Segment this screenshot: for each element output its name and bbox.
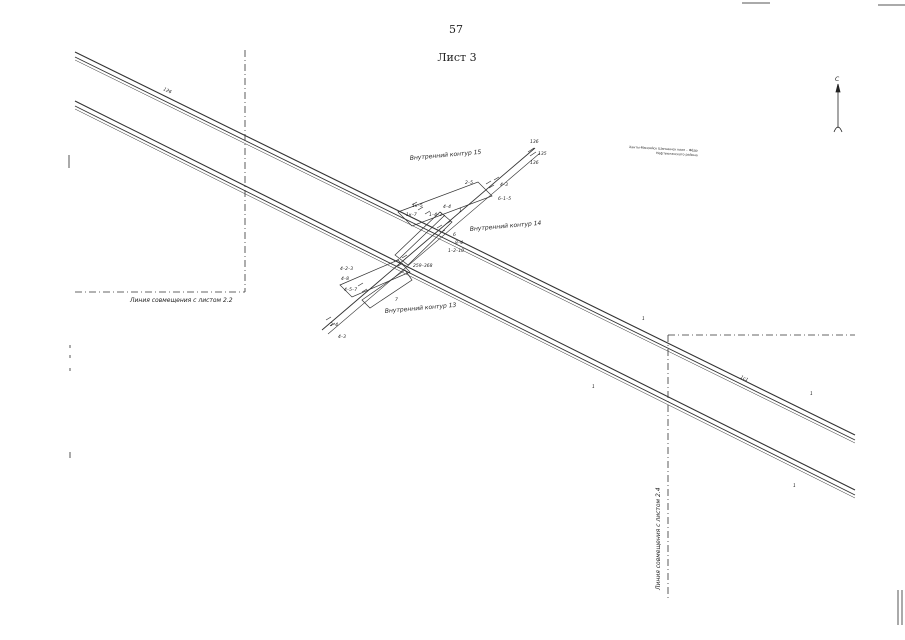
road-note-line1: Ханты-Мансийск Шапшинск кооп – Фёдо	[629, 145, 698, 153]
mark-4-4: 4–4	[443, 204, 451, 210]
mark-1-1: 1с1	[739, 374, 749, 383]
mark-2-4: 2–4	[330, 322, 338, 328]
match-line-sheet-22	[75, 50, 246, 293]
match-line-sheet-22-label: Линия совмещения с листом 2.2	[129, 297, 233, 304]
inner-contour-15-label: Внутренний контур 15	[410, 149, 482, 162]
mark-1-d: 1	[793, 483, 796, 489]
mark-4-5-7: 4–5–7	[344, 287, 357, 293]
mark-4-8: 4–8	[341, 276, 349, 282]
mark-1k-7: 1к–7	[406, 212, 417, 218]
page-number: 57	[449, 23, 463, 36]
mark-7: 7	[395, 297, 398, 303]
inner-contour-13-label: Внутренний контур 13	[385, 302, 457, 315]
mark-259-368: 259–368	[413, 263, 433, 269]
inner-contour-15-shape	[397, 181, 493, 227]
mark-135: 135	[538, 151, 547, 157]
mark-1-2-10: 1–2–10	[448, 248, 464, 254]
road-lower	[74, 100, 856, 499]
mark-1-e: 1	[459, 208, 462, 214]
mark-1k-5: 1к–5	[412, 203, 423, 209]
road-upper	[74, 51, 856, 444]
inner-contour-14-shape	[394, 211, 453, 266]
survey-ticks	[325, 147, 537, 327]
crossing-line	[321, 147, 541, 335]
mark-136: 136	[530, 139, 539, 145]
mark-136-b: 136	[530, 160, 539, 166]
mark-4-3: 4–3	[500, 182, 508, 188]
mark-1-a: 1	[642, 316, 645, 322]
scan-artifacts	[68, 2, 905, 625]
mark-4-3-b: 4–3	[338, 334, 346, 340]
mark-6: 6	[453, 232, 456, 238]
north-arrow-label: С	[835, 76, 840, 83]
match-line-sheet-24-label: Линия совмещения с листом 2.4	[655, 487, 662, 591]
mark-8-4: 8–4	[455, 240, 463, 246]
mark-2-5: 2–5	[465, 180, 473, 186]
mark-1-b: 1	[592, 384, 595, 390]
match-line-sheet-24	[667, 334, 855, 600]
inner-contour-13-shape	[339, 259, 413, 309]
inner-contour-14-label: Внутренний контур 14	[470, 220, 542, 233]
mark-4-2-3: 4–2–3	[340, 266, 353, 272]
mark-1-c: 1	[810, 391, 813, 397]
mark-6-1-5: 6–1–5	[498, 196, 511, 202]
sheet-title: Лист 3	[437, 51, 477, 64]
north-arrow-icon	[833, 83, 843, 133]
road-note-line2: Нефтеюганского района	[656, 151, 698, 157]
mark-126: 126	[162, 86, 172, 95]
mark-1-4-3: 1–4–3	[429, 212, 442, 218]
